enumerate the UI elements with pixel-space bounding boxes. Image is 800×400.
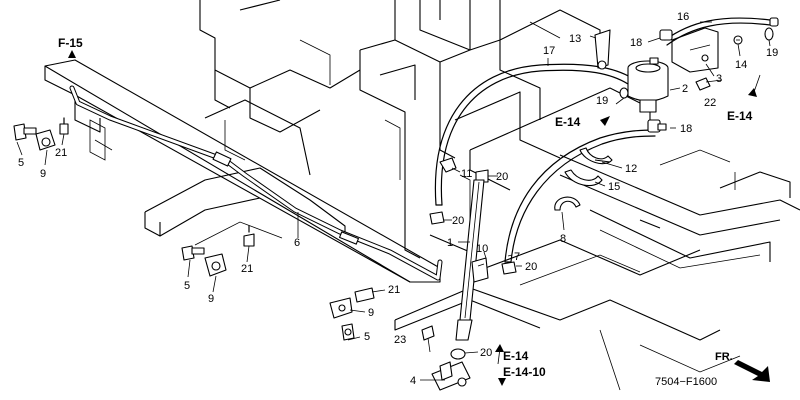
label-part-21: 21	[55, 147, 67, 159]
label-part-10: 10	[476, 243, 488, 255]
label-part-8: 8	[560, 233, 566, 245]
label-part-1: 1	[447, 237, 453, 249]
fuel-tube	[434, 63, 633, 206]
label-part-20: 20	[452, 215, 464, 227]
label-part-14: 14	[735, 59, 747, 71]
band-clip	[564, 169, 603, 187]
ref-e14-top-right: E-14	[727, 109, 753, 123]
label-part-21: 21	[241, 263, 253, 275]
tube-clip	[475, 169, 489, 183]
pipe-clip-assembly	[181, 225, 255, 277]
bolt	[733, 35, 743, 45]
hose-clamp	[619, 87, 629, 99]
pipe-clamp	[554, 196, 581, 211]
label-part-2: 2	[682, 83, 688, 95]
label-part-16: 16	[677, 11, 689, 23]
label-part-4: 4	[410, 375, 416, 387]
reference-arrows	[68, 50, 761, 386]
label-part-20: 20	[480, 347, 492, 359]
tube-clip	[429, 211, 445, 225]
diagram-code: 7504−F1600	[655, 376, 717, 388]
label-part-3: 3	[716, 73, 722, 85]
front-label: FR.	[715, 351, 733, 363]
band-clip	[579, 147, 613, 165]
label-part-6: 6	[294, 237, 300, 249]
label-part-19: 19	[766, 47, 778, 59]
bolt	[695, 77, 723, 91]
label-part-5: 5	[364, 331, 370, 343]
label-part-18: 18	[680, 123, 692, 135]
label-part-9: 9	[208, 293, 214, 305]
label-part-5: 5	[184, 280, 190, 292]
ref-e14-top-left: E-14	[555, 115, 581, 129]
label-part-20: 20	[525, 261, 537, 273]
label-part-7: 7	[514, 251, 520, 263]
stay	[471, 257, 489, 283]
pipe-joint	[647, 29, 673, 133]
label-part-22: 22	[704, 97, 716, 109]
filter-bracket	[671, 27, 719, 73]
pipe-clip-assembly	[329, 287, 375, 341]
label-part-18: 18	[630, 37, 642, 49]
label-part-13: 13	[569, 33, 581, 45]
ref-e14-10: E-14-10	[503, 365, 546, 379]
chassis-frame	[44, 0, 800, 391]
fuel-strainer	[455, 179, 485, 341]
front-direction-arrow	[734, 360, 770, 382]
label-part-17: 17	[543, 45, 555, 57]
ref-e14-bottom: E-14	[503, 349, 529, 363]
label-part-21: 21	[388, 284, 400, 296]
leader-lines	[16, 21, 771, 381]
hose-clamp	[764, 27, 774, 41]
tube-clip	[439, 157, 457, 173]
ref-f15: F-15	[58, 36, 83, 50]
hose-clip	[594, 29, 611, 70]
label-part-20: 20	[496, 171, 508, 183]
vent-tube	[664, 17, 779, 46]
label-part-5: 5	[18, 157, 24, 169]
label-part-19: 19	[596, 95, 608, 107]
label-part-15: 15	[608, 181, 620, 193]
part-labels: F-15 E-14 E-14 E-14 E-14-10 5 21 9 5 9 2…	[18, 11, 778, 388]
base-bracket	[431, 361, 471, 391]
fuel-pipe	[69, 85, 443, 281]
tube-clip	[501, 261, 517, 275]
bolt	[421, 325, 435, 353]
pipe-clip-assembly	[13, 117, 69, 151]
label-part-11: 11	[461, 168, 472, 180]
label-part-9: 9	[368, 307, 374, 319]
tube-clip	[450, 348, 466, 360]
fuel-filter	[627, 57, 669, 113]
label-part-9: 9	[40, 168, 46, 180]
label-part-23: 23	[394, 334, 406, 346]
label-part-12: 12	[625, 163, 637, 175]
